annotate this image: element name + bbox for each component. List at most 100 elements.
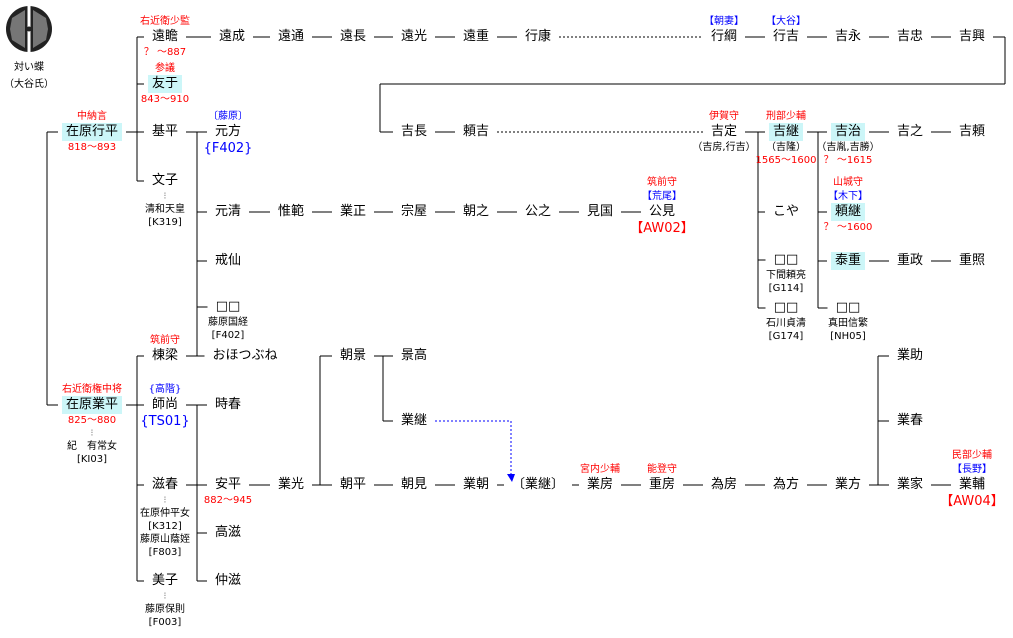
crest-clan: （大谷氏） [4, 79, 54, 90]
court-title: 宮内少輔 [580, 464, 620, 475]
person-tokiharu: 時春 [214, 397, 242, 412]
person-tosen: 遠瞻 [151, 29, 179, 44]
court-title: 右近衛権中将 [62, 384, 122, 395]
person-yoshinaga: 吉永 [834, 29, 862, 44]
life-dates: 1565～1600 [755, 155, 817, 166]
person-unk3: □□ [773, 300, 799, 315]
person-muneya: 宗屋 [400, 204, 428, 219]
life-dates: 825～880 [67, 415, 117, 426]
person-narimasa: 業正 [339, 204, 367, 219]
person-nariharu: 業春 [896, 413, 924, 428]
note: [KI03] [76, 454, 108, 465]
person-tomomi: 朝見 [400, 477, 428, 492]
note: ⁝ [163, 495, 167, 506]
person-yukiyoshi: 行吉 [772, 29, 800, 44]
ref-code: {F402} [203, 141, 253, 156]
court-title: 筑前守 [647, 177, 677, 188]
person-narimitsu: 業光 [277, 477, 305, 492]
person-yukiyasu: 行康 [524, 29, 552, 44]
note: 藤原国経 [208, 317, 248, 328]
note: ⁝ [90, 428, 94, 439]
person-yukitsuna: 行綱 [710, 29, 738, 44]
person-naritsugu: 業継 [400, 413, 428, 428]
life-dates: 882～945 [203, 495, 253, 506]
court-title: 刑部少輔 [766, 111, 806, 122]
person-yukihira: 在原行平 [61, 123, 123, 141]
note: （吉房,行吉） [692, 142, 756, 153]
person-yoritsugu: 頼継 [830, 203, 866, 221]
court-title: 伊賀守 [709, 111, 739, 122]
person-muneyana: 棟梁 [151, 348, 179, 363]
person-yoshiyori: 吉頼 [958, 124, 986, 139]
person-narisuke2: 業輔 [958, 477, 986, 492]
person-narihira: 在原業平 [61, 396, 123, 414]
person-korenori: 惟範 [277, 204, 305, 219]
note: 藤原山蔭姪 [140, 534, 190, 545]
person-yoshioki: 吉興 [958, 29, 986, 44]
person-motokata: 元方 [214, 124, 242, 139]
court-title: 参議 [155, 63, 175, 74]
court-title: 山城守 [833, 177, 863, 188]
life-dates: 818～893 [67, 142, 117, 153]
arrow-head-icon [507, 474, 515, 482]
note: 石川貞清 [766, 318, 806, 329]
person-tonari: 遠成 [218, 29, 246, 44]
person-yoshinaga2: 吉長 [400, 124, 428, 139]
court-title: 能登守 [647, 464, 677, 475]
person-kimimi: 公見 [648, 204, 676, 219]
person-motohira: 基平 [151, 124, 179, 139]
court-title: 民部少輔 [952, 450, 992, 461]
note: ⁝ [163, 191, 167, 202]
note: [F402] [211, 330, 245, 341]
court-title: 右近衛少監 [140, 16, 190, 27]
life-dates: ？ ～1600 [823, 222, 873, 233]
life-dates: 【AW04】 [940, 494, 1004, 509]
house-name: 【大谷】 [766, 16, 806, 27]
person-tamefusa: 為房 [710, 477, 738, 492]
note: （吉胤,吉勝） [816, 142, 880, 153]
court-title: 中納言 [77, 111, 107, 122]
note: 真田信繁 [828, 318, 868, 329]
note: 紀 有常女 [67, 441, 117, 452]
person-fumiko: 文子 [151, 173, 179, 188]
person-mikuni: 見国 [586, 204, 614, 219]
person-narifusa: 業房 [586, 477, 614, 492]
person-tomohira: 朝平 [339, 477, 367, 492]
person-shigeteru: 重照 [958, 253, 986, 268]
life-dates: ？ ～887 [143, 47, 187, 58]
person-tomokage: 朝景 [339, 348, 367, 363]
note: [G174] [768, 331, 804, 342]
life-dates: 【AW02】 [630, 221, 694, 236]
ref-code: {TS01} [140, 414, 190, 429]
person-kaisen: 戒仙 [214, 253, 242, 268]
life-dates: 843～910 [140, 94, 190, 105]
house-name: 【荒尾】 [642, 191, 682, 202]
house-name: 〔藤原〕 [208, 111, 248, 122]
person-koya: こや [772, 204, 800, 219]
note: 在原仲平女 [140, 508, 190, 519]
person-yoshitada: 吉忠 [896, 29, 924, 44]
person-tamekata: 為方 [772, 477, 800, 492]
house-name: 【朝妻】 [704, 16, 744, 27]
house-name: {高階} [148, 384, 182, 395]
person-yoshisada: 吉定 [710, 124, 738, 139]
crest-name: 対い蝶 [14, 62, 44, 73]
person-nakashige: 仲滋 [214, 573, 242, 588]
butterfly-crest-icon [6, 6, 52, 52]
person-unk1: □□ [215, 299, 241, 314]
house-name: 【木下】 [828, 191, 868, 202]
person-yoshitsugu: 吉継 [768, 123, 804, 141]
note: 下間頼亮 [766, 270, 806, 281]
note: [F003] [148, 617, 182, 628]
person-takashige: 高滋 [214, 525, 242, 540]
person-motokiyo: 元清 [214, 204, 242, 219]
person-yasuhira: 安平 [214, 477, 242, 492]
note: [K312] [148, 521, 182, 532]
person-kagetaka: 景高 [400, 348, 428, 363]
court-title: 筑前守 [150, 335, 180, 346]
person-yoshiyuki: 吉之 [896, 124, 924, 139]
note: ⁝ [163, 591, 167, 602]
person-yoshiko: 美子 [151, 573, 179, 588]
person-ohotsubune: おほつぶね [212, 348, 278, 363]
